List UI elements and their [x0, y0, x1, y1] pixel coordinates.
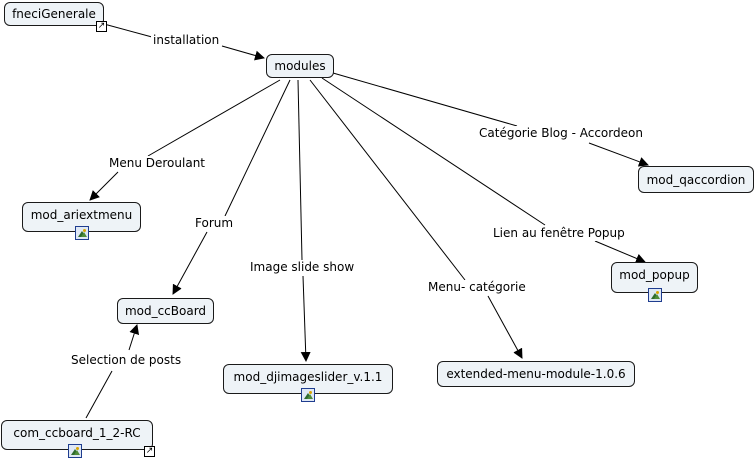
link-label-image-slide-show: Image slide show [248, 260, 357, 275]
link-arrow-icon[interactable]: ↗ [144, 446, 155, 457]
node-label: modules [274, 59, 326, 73]
connector-modules-forum [224, 79, 291, 217]
image-icon[interactable] [68, 444, 82, 458]
link-label-lien-popup: Lien au fenêtre Popup [491, 226, 627, 241]
link-label-selection-posts: Selection de posts [69, 353, 184, 368]
connector-modules-cat-blog [332, 72, 518, 127]
connector-forum-ccboard [172, 231, 208, 295]
image-icon[interactable] [301, 388, 315, 402]
image-icon[interactable] [648, 288, 662, 302]
connector-lien-popup-popup [594, 240, 646, 264]
node-label: mod_qaccordion [646, 173, 746, 187]
node-label: mod_popup [619, 268, 690, 282]
node-label: extended-menu-module-1.0.6 [446, 367, 626, 381]
node-label: mod_ccBoard [124, 304, 207, 318]
node-mod-ccboard[interactable]: mod_ccBoard [117, 298, 214, 324]
node-label: mod_ariextmenu [30, 208, 133, 222]
node-label: mod_djimageslider_v.1.1 [233, 370, 383, 384]
connector-modules-lien-popup [321, 77, 546, 226]
node-label: fneciGenerale [12, 7, 96, 21]
connector-menu-deroulant-ariext [89, 171, 119, 201]
link-label-cat-blog: Catégorie Blog - Accordeon [477, 126, 645, 141]
link-label-forum: Forum [193, 216, 236, 231]
link-arrow-icon[interactable]: ↗ [96, 21, 107, 32]
connector-image-slide-djimg [300, 275, 311, 362]
image-icon[interactable] [75, 226, 89, 240]
node-modules[interactable]: modules [266, 54, 334, 78]
node-mod-djimageslider[interactable]: mod_djimageslider_v.1.1 [223, 364, 393, 394]
connector-modules-menu-deroulant [147, 79, 281, 157]
connector-installation-modules [221, 45, 265, 61]
node-label: com_ccboard_1_2-RC [13, 426, 141, 440]
node-mod-qaccordion[interactable]: mod_qaccordion [638, 166, 754, 193]
link-label-menu-categorie: Menu- catégorie [426, 280, 528, 295]
node-mod-popup[interactable]: mod_popup [611, 262, 698, 293]
connector-cat-blog-qaccordion [588, 142, 649, 167]
node-mod-ariextmenu[interactable]: mod_ariextmenu [22, 202, 141, 232]
connector-modules-image-slide [297, 79, 303, 261]
connector-modules-menu-categorie [309, 79, 466, 281]
link-label-installation: installation [151, 33, 222, 48]
connector-selection-ccboard [128, 324, 140, 351]
connector-fneci-installation [103, 23, 153, 38]
node-extended-menu-module[interactable]: extended-menu-module-1.0.6 [437, 361, 635, 387]
node-fneci-generale[interactable]: fneciGenerale [4, 2, 104, 26]
link-label-menu-deroulant: Menu Deroulant [107, 156, 207, 171]
connector-comcc-selection [85, 370, 113, 419]
connector-menu-categorie-extended [487, 295, 523, 359]
